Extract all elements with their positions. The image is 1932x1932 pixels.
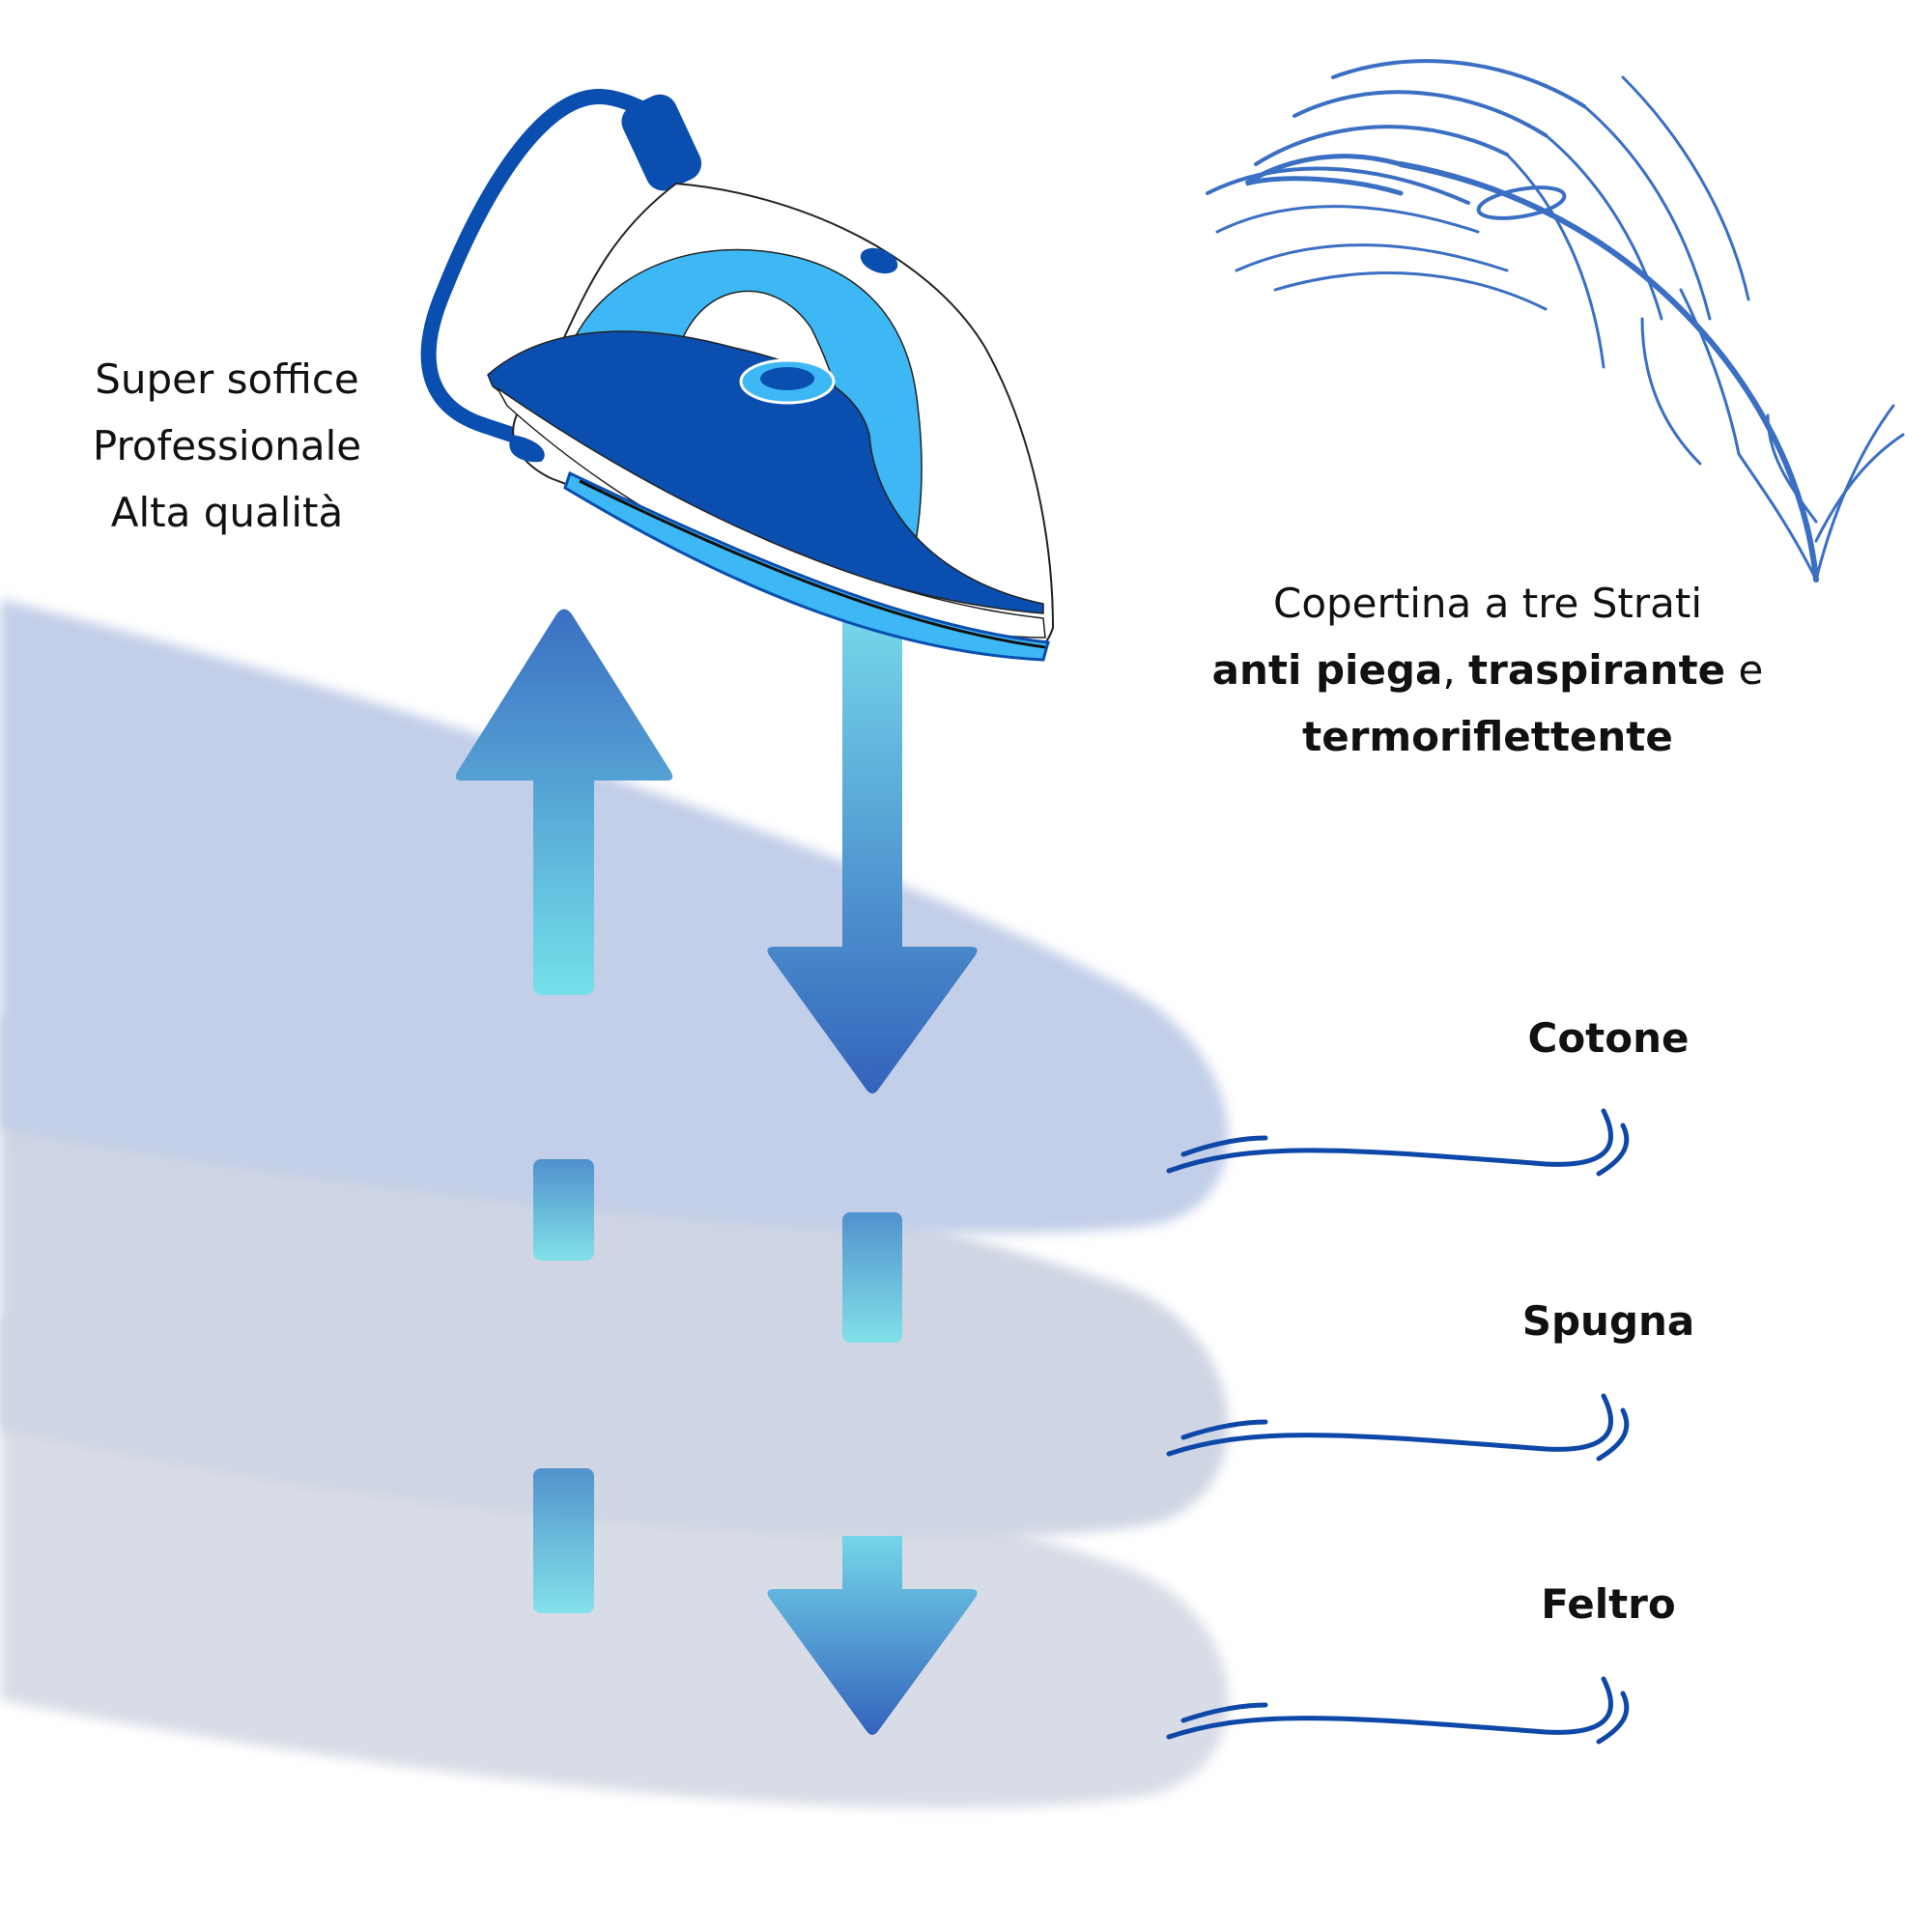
feature-professional: Professionale xyxy=(92,422,362,469)
arrow-down-icon xyxy=(767,618,978,1735)
cover-properties: anti piega, traspirante e xyxy=(1211,646,1764,694)
leader-line-cotone xyxy=(1166,1108,1630,1177)
arrow-up-icon xyxy=(455,609,673,1613)
feature-list: Super soffice Professionale Alta qualità xyxy=(58,346,396,546)
steam-iron-icon xyxy=(420,89,1055,662)
cover-properties-2: termoriflettente xyxy=(1179,703,1797,770)
feather-icon xyxy=(1206,59,1905,582)
leader-line-feltro xyxy=(1166,1676,1630,1745)
layer-label-spugna: Spugna xyxy=(1521,1297,1695,1345)
cover-description: Copertina a tre Strati anti piega, trasp… xyxy=(1179,570,1797,770)
property-breathable: traspirante xyxy=(1468,646,1726,694)
cover-title: Copertina a tre Strati xyxy=(1273,580,1702,627)
layer-label-cotone: Cotone xyxy=(1527,1014,1690,1062)
property-anti-crease: anti piega xyxy=(1211,646,1443,694)
feature-soft: Super soffice xyxy=(95,355,359,403)
leader-line-spugna xyxy=(1166,1393,1630,1462)
board-layer-cotone xyxy=(0,599,1229,1235)
feature-quality: Alta qualità xyxy=(110,489,344,536)
layer-label-feltro: Feltro xyxy=(1541,1580,1676,1628)
property-heat-reflective: termoriflettente xyxy=(1302,713,1673,760)
